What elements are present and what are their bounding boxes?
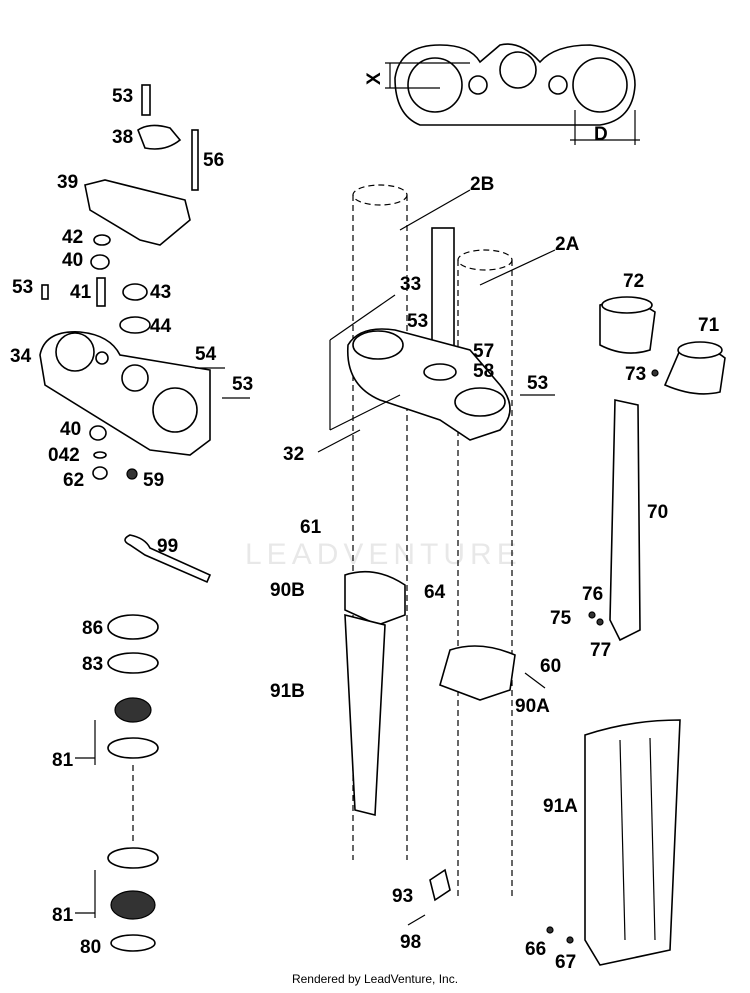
callout-label: 2B (470, 174, 494, 195)
callout-label: 70 (647, 502, 668, 523)
callout-label: 98 (400, 932, 421, 953)
watermark: LEADVENTURE (245, 538, 522, 571)
callout-label: 71 (698, 315, 720, 336)
callout-label: 58 (473, 361, 494, 382)
callout-label: 53 (527, 373, 548, 394)
callout-label: 80 (80, 937, 101, 958)
callout-label: 2A (555, 234, 580, 255)
callout-label: 54 (195, 344, 217, 365)
callout-label: 41 (70, 282, 92, 303)
callout-label: 042 (48, 445, 80, 466)
callout-label: 53 (112, 86, 133, 107)
callout-label: 67 (555, 952, 576, 973)
callout-label: 53 (407, 311, 428, 332)
callout-label: 90B (270, 580, 305, 601)
callout-label: 99 (157, 536, 178, 557)
leader-lines (75, 189, 556, 918)
callout-label: 38 (112, 127, 133, 148)
callout-label: 86 (82, 618, 103, 639)
callout-label: 64 (424, 582, 446, 603)
footer-credit: Rendered by LeadVenture, Inc. (291, 972, 459, 986)
callout-label: 42 (62, 227, 83, 248)
dimension-label-d: D (594, 124, 608, 145)
callout-label: 73 (625, 364, 646, 385)
callout-label: 43 (150, 282, 171, 303)
callout-label: 34 (10, 346, 32, 367)
callout-labels: X D 53 38 56 39 42 40 41 43 44 34 54 53 … (10, 72, 720, 973)
callout-label: 72 (623, 271, 644, 292)
callout-label: 77 (590, 640, 611, 661)
callout-label: 40 (62, 250, 83, 271)
callout-label: 61 (300, 517, 322, 538)
callout-label: 66 (525, 939, 546, 960)
callout-label: 91B (270, 681, 305, 702)
callout-label: 81 (52, 905, 74, 926)
callout-label: 33 (400, 274, 421, 295)
callout-label: 44 (150, 316, 172, 337)
callout-label: 90A (515, 696, 550, 717)
callout-label: 93 (392, 886, 413, 907)
callout-label: 81 (52, 750, 74, 771)
callout-label: 39 (57, 172, 78, 193)
callout-label: 75 (550, 608, 572, 629)
callout-label: 91A (543, 796, 578, 817)
callout-label: 32 (283, 444, 304, 465)
steering-bearings (107, 614, 159, 952)
callout-label: 40 (60, 419, 81, 440)
callout-label: 60 (540, 656, 561, 677)
fork-assembly (344, 184, 555, 926)
callout-label: 83 (82, 654, 103, 675)
callout-label: 53 (232, 374, 253, 395)
callout-label: 62 (63, 470, 84, 491)
dimension-label-x: X (364, 72, 385, 85)
callout-label: 53 (12, 277, 33, 298)
callout-label: 76 (582, 584, 603, 605)
callout-label: 56 (203, 150, 224, 171)
triple-clamp-detail (385, 43, 640, 145)
top-clamp-parts (39, 84, 250, 584)
fork-guards (546, 296, 726, 966)
callout-label: 59 (143, 470, 164, 491)
callout-label: 57 (473, 341, 494, 362)
